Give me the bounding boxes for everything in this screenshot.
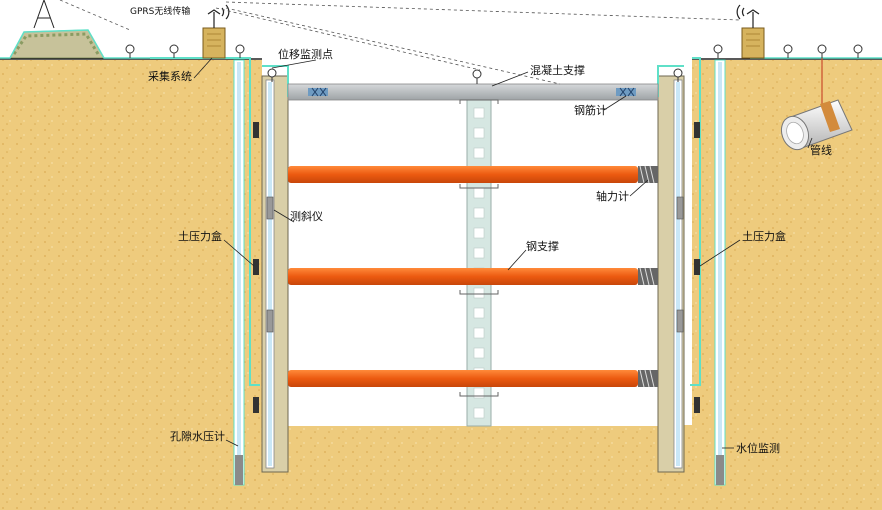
water-level-borehole bbox=[714, 59, 726, 486]
label-pipeline: 管线 bbox=[810, 143, 832, 157]
label-steel-support: 钢支撑 bbox=[526, 239, 559, 253]
label-concrete-support: 混凝土支撑 bbox=[530, 63, 585, 77]
label-earth-pressure-right: 土压力盒 bbox=[742, 229, 786, 243]
label-pore-pressure: 孔隙水压计 bbox=[170, 429, 225, 443]
pipe-icon bbox=[780, 58, 853, 151]
steel-support-2 bbox=[288, 267, 658, 286]
antenna-icon bbox=[736, 4, 760, 28]
label-acquisition-system: 采集系统 bbox=[148, 69, 192, 83]
sky bbox=[0, 0, 882, 60]
antenna-icon bbox=[207, 4, 230, 28]
pore-pressure-borehole bbox=[233, 59, 245, 486]
earth-pressure-cells bbox=[253, 122, 700, 413]
wireless-links bbox=[59, 0, 741, 85]
concrete-support bbox=[287, 83, 659, 101]
retaining-wall-right bbox=[657, 75, 685, 473]
data-logger-right bbox=[741, 27, 765, 59]
rebar-meter-right bbox=[616, 87, 636, 97]
soil-bottom bbox=[262, 425, 692, 510]
label-water-level: 水位监测 bbox=[736, 441, 780, 455]
liner-left bbox=[150, 57, 260, 386]
inclinometer-probe bbox=[266, 196, 684, 333]
label-gprs: GPRS无线传输 bbox=[130, 5, 190, 17]
steel-support-1 bbox=[288, 165, 658, 184]
label-displacement-point: 位移监测点 bbox=[278, 47, 333, 61]
data-logger-left bbox=[202, 27, 226, 59]
label-earth-pressure-left: 土压力盒 bbox=[178, 229, 222, 243]
steel-support-3 bbox=[288, 369, 658, 388]
label-inclinometer: 测斜仪 bbox=[290, 210, 323, 223]
leader-lines bbox=[193, 57, 813, 449]
soil-left bbox=[0, 60, 262, 510]
label-axial-meter: 轴力计 bbox=[596, 189, 629, 203]
liner-right bbox=[690, 57, 701, 386]
label-rebar-meter: 钢筋计 bbox=[574, 103, 607, 117]
displacement-marker-icon bbox=[125, 44, 863, 84]
antenna-icon bbox=[33, 0, 55, 29]
retaining-wall-left bbox=[261, 75, 289, 473]
rebar-meter-left bbox=[308, 87, 328, 97]
